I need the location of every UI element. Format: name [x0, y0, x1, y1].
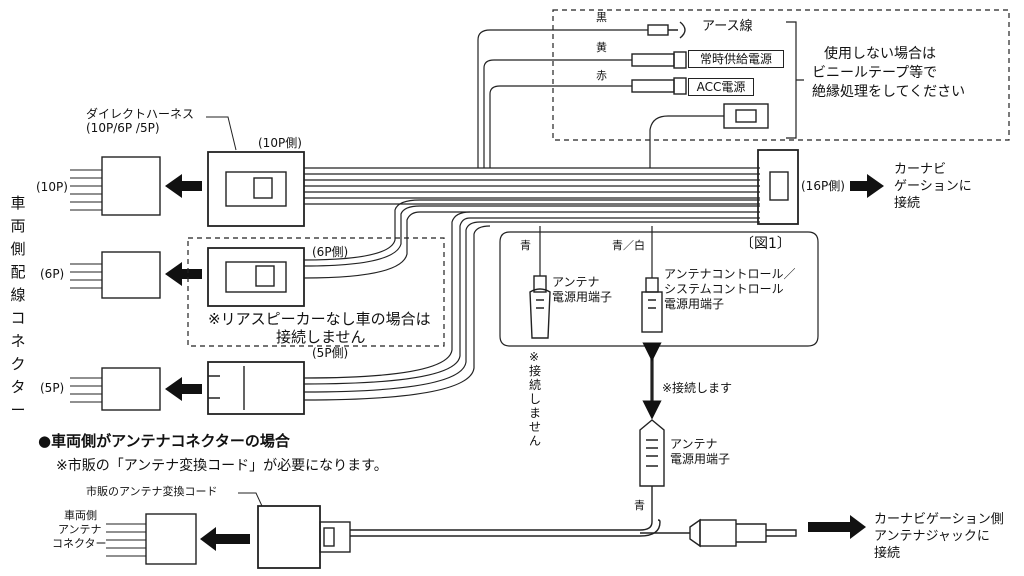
- connect-note: ※接続します: [662, 381, 733, 395]
- wire-red-label: 赤: [596, 69, 607, 82]
- nav-label-line1: カーナビ: [894, 162, 947, 177]
- figure-label: 〔図1〕: [740, 236, 791, 252]
- vehicle-connector-5p: [70, 367, 161, 411]
- brace: [786, 21, 804, 139]
- arrow-6p: [165, 262, 202, 286]
- earth-terminal: [647, 21, 686, 39]
- wire-bundle: [303, 29, 760, 401]
- conn-10p-label: (10P): [36, 180, 68, 194]
- side-16p-label: (16P側): [801, 179, 845, 193]
- jack-label-line3: 接続: [874, 546, 901, 561]
- nav-connector-16p: [757, 149, 799, 225]
- adapter-label: 市販のアンテナ変換コード: [86, 485, 218, 498]
- vehicle-connector-10p: [70, 156, 161, 216]
- vehicle-antenna-line1: 車両側: [64, 509, 97, 522]
- fig-ctrl-line2: システムコントロール: [664, 282, 784, 296]
- terminal-label-line2: 電源用端子: [670, 452, 731, 466]
- side-6p-label: (6P側): [312, 245, 349, 259]
- yellow-terminal: [631, 51, 687, 69]
- side-5p-label: (5P側): [312, 346, 349, 360]
- bottom-blue-label: 青: [634, 499, 645, 512]
- wire-black-label: 黒: [596, 11, 607, 24]
- jack-label-line2: アンテナジャックに: [874, 529, 990, 544]
- fig-antenna-power-line2: 電源用端子: [552, 290, 613, 304]
- wire-yellow-label: 黄: [596, 41, 607, 54]
- small-connector-top: [723, 103, 769, 129]
- fig-antenna-power-line1: アンテナ: [552, 275, 600, 289]
- vehicle-side-title: 車両側配線コネクター: [10, 194, 26, 419]
- harness-connector-5p: [207, 361, 305, 415]
- acc-power-label: ACC電源: [688, 78, 754, 96]
- vehicle-antenna-line2: アンテナ: [58, 523, 102, 536]
- harness-connector-10p: [207, 151, 305, 227]
- harness-pins-label: (10P/6P /5P): [86, 121, 160, 135]
- fig-blue-label: 青: [520, 239, 531, 252]
- harness-connector-6p: [207, 247, 305, 307]
- adapter-leader: [238, 492, 263, 507]
- fig-ctrl-line1: アンテナコントロール／: [664, 267, 796, 281]
- red-terminal: [631, 77, 687, 95]
- antenna-terminal-2: [639, 419, 665, 522]
- antenna-vehicle-connector: [106, 513, 197, 565]
- antenna-case-title: ●車両側がアンテナコネクターの場合: [38, 432, 290, 450]
- fig-blue-white-label: 青／白: [612, 239, 645, 252]
- antenna-terminal-1: [529, 275, 551, 339]
- no-connect-vertical: ※接続しません: [529, 350, 542, 448]
- harness-label: ダイレクトハーネス: [86, 107, 195, 121]
- vehicle-antenna-line3: コネクター: [52, 537, 107, 550]
- antenna-case-note: ※市販の「アンテナ変換コード」が必要になります。: [56, 458, 388, 474]
- conn-5p-label: (5P): [40, 381, 65, 395]
- arrow-10p: [165, 174, 202, 198]
- jack-label-line1: カーナビゲーション側: [874, 512, 1004, 527]
- terminal-label-line1: アンテナ: [670, 437, 718, 451]
- antenna-jack-plug: [689, 518, 797, 548]
- fig-ctrl-line3: 電源用端子: [664, 297, 725, 311]
- conn-6p-label: (6P): [40, 267, 65, 281]
- nav-label-line2: ゲーションに: [894, 179, 972, 194]
- vehicle-connector-6p: [70, 251, 161, 299]
- unused-note-line3: 絶縁処理をしてください: [812, 84, 966, 100]
- unused-wires-box: [552, 9, 1010, 141]
- side-10p-label: (10P側): [258, 136, 302, 150]
- arrow-5p: [165, 377, 202, 401]
- rear-note-line1: ※リアスピーカーなし車の場合は: [208, 310, 431, 328]
- unused-note-line2: ビニールテープ等で: [812, 65, 938, 81]
- harness-leader: [206, 116, 237, 151]
- arrow-antenna: [200, 527, 250, 551]
- nav-label-line3: 接続: [894, 196, 921, 211]
- rear-note-line2: 接続しません: [276, 328, 366, 346]
- antenna-adapter: [257, 505, 690, 569]
- unused-note-line1: 使用しない場合は: [824, 46, 936, 62]
- earth-label: アース線: [702, 19, 753, 34]
- arrow-16p: [850, 174, 884, 198]
- dashed-rear-box: [187, 237, 445, 347]
- arrow-jack: [808, 515, 866, 539]
- figure-box: [499, 231, 819, 347]
- antenna-ctrl-terminal: [641, 277, 663, 333]
- constant-power-label: 常時供給電源: [688, 50, 784, 68]
